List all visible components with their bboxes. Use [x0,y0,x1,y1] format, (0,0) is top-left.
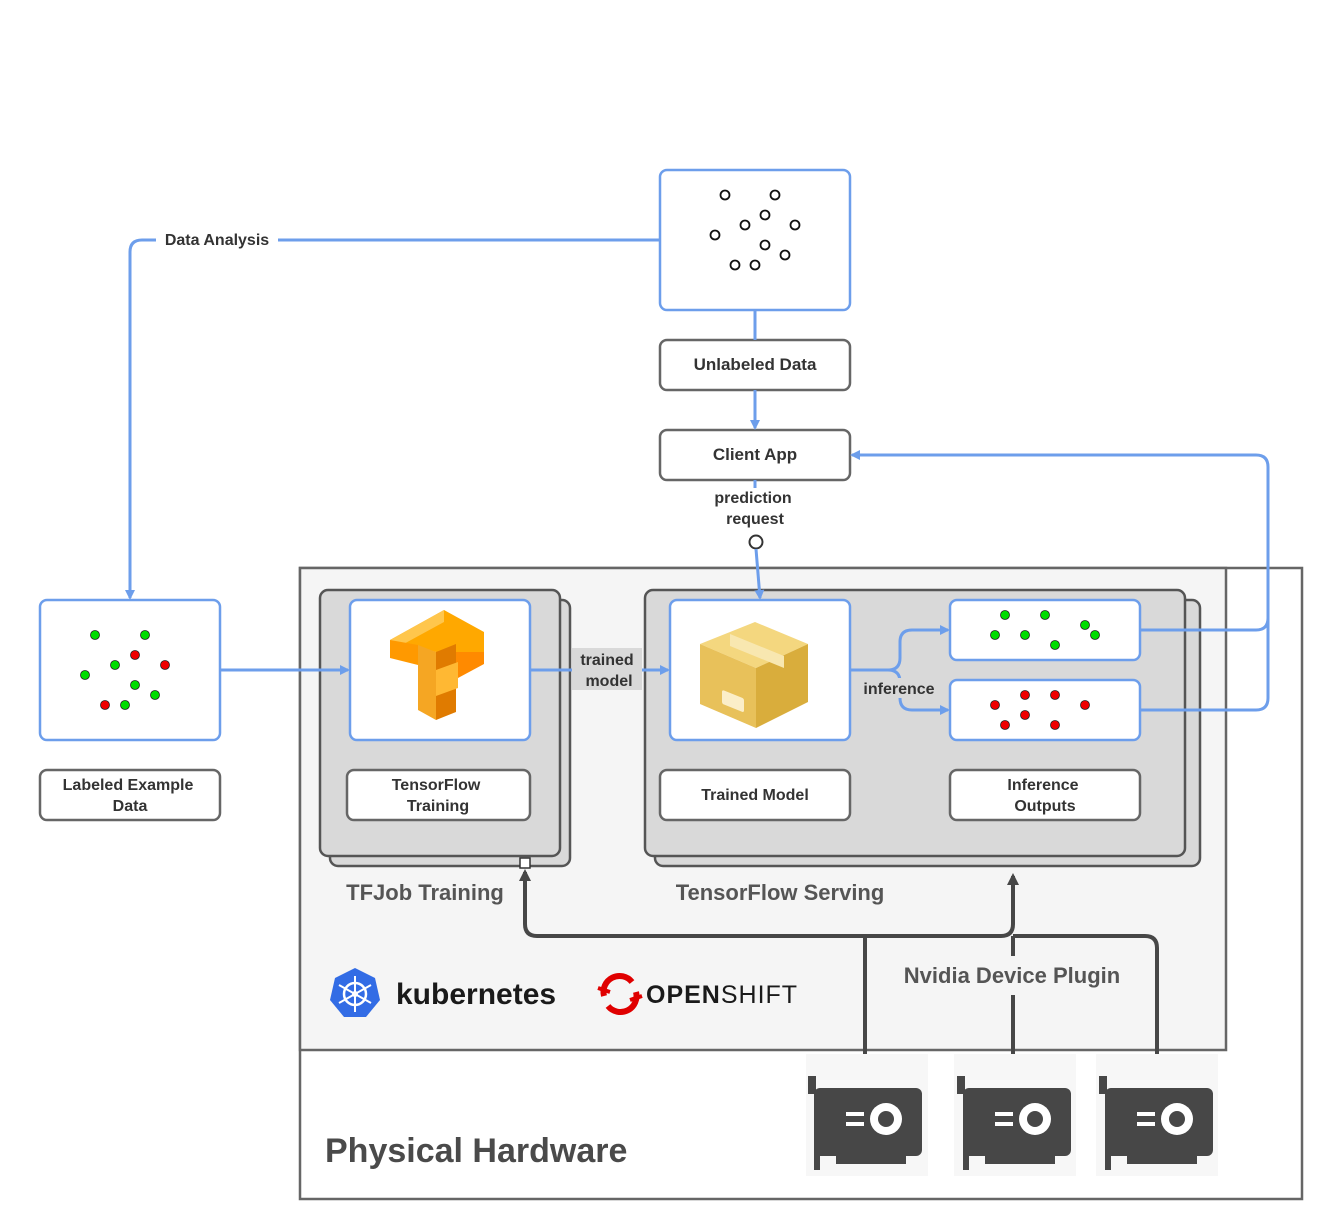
inference-outputs-box [948,768,1142,822]
trained-model-label: Trained Model [701,787,809,804]
unlabeled-point [739,219,751,231]
gpu-card-3 [1096,1054,1218,1176]
inference-outputs-label-line1: Inference [1007,777,1078,794]
labeled-data-panel [38,598,222,742]
negative-point [990,700,1000,710]
positive-output-dots [990,610,1100,650]
negative-output-dots [990,690,1090,730]
positive-point [1090,630,1100,640]
gpu1-to-serving-link [865,873,1019,938]
tfjob-connection-port [519,857,531,869]
negative-point [160,660,170,670]
physical-hardware-label: Physical Hardware [325,1132,627,1170]
negative-point [100,700,110,710]
positive-point [130,680,140,690]
data-analysis-label: Data Analysis [165,232,269,249]
positive-point [140,630,150,640]
openshift-logo-icon [597,973,643,1015]
prediction-endpoint-icon [748,534,764,550]
positive-output-panel [948,598,1142,662]
prediction-request-label-line2: request [726,511,784,528]
trained-model-box [658,768,852,822]
unlabeled-point [759,209,771,221]
data-analysis-label-bg [156,229,278,251]
client-app-label: Client App [713,445,797,464]
inference-outputs-label-line2: Outputs [1014,798,1075,815]
unlabeled-point [709,229,721,241]
negative-point [1000,720,1010,730]
negative-point [1080,700,1090,710]
unlabeled-data-label: Unlabeled Data [694,355,817,374]
negative-return-edge [1140,618,1270,712]
openshift-logo: OPENSHIFT [597,973,798,1015]
labeled-example-data-box [38,768,222,822]
unlabeled-data-panel [658,168,852,312]
openshift-wordmark: OPENSHIFT [646,981,798,1009]
prediction-request-label-line1: prediction [714,490,791,507]
positive-point [1000,610,1010,620]
negative-point [1020,690,1030,700]
tensorflow-training-label-line1: TensorFlow [392,777,481,794]
kubernetes-wordmark: kubernetes [396,978,556,1011]
positive-point [80,670,90,680]
tfjob-training-label: TFJob Training [346,880,504,905]
unlabeled-point [759,239,771,251]
prediction-request-edge [754,548,765,600]
positive-point [990,630,1000,640]
positive-point [90,630,100,640]
tensorflow-logo-icon [390,610,484,720]
positive-point [110,660,120,670]
gpu1-to-tfjob-link [519,869,867,1088]
negative-point [1050,720,1060,730]
unlabeled-point [789,219,801,231]
positive-point [1080,620,1090,630]
trained-model-label-bg [572,648,642,690]
trained-model-edge-label-line2: model [585,673,632,690]
gpu-card-2 [954,1054,1076,1176]
positive-point [1050,640,1060,650]
positive-point [1040,610,1050,620]
trained-model-edge-label-line1: trained [580,652,633,669]
negative-point [1020,710,1030,720]
negative-point [1050,690,1060,700]
positive-return-edge [850,450,1270,632]
unlabeled-point [729,259,741,271]
unlabeled-point [779,249,791,261]
package-box-icon [700,622,808,728]
nvidia-device-plugin-label: Nvidia Device Plugin [904,963,1120,988]
negative-point [130,650,140,660]
labeled-example-data-label-line1: Labeled Example [63,777,194,794]
positive-point [120,700,130,710]
tensorflow-training-label-line2: Training [407,798,469,815]
gpu-card-icon [814,1088,922,1156]
positive-point [150,690,160,700]
tensorflow-training-box [345,768,532,822]
data-analysis-edge [125,238,660,600]
inference-label: inference [863,681,934,698]
unlabeled-point [769,189,781,201]
tensorflow-serving-label: TensorFlow Serving [676,880,885,905]
gpu-card-icon [963,1088,1071,1156]
positive-point [1020,630,1030,640]
unlabeled-point [749,259,761,271]
negative-output-panel [948,678,1142,742]
gpu-card-1 [806,1054,928,1176]
gpu3-link [1013,934,1159,1088]
labeled-dots [80,630,170,710]
inference-label-bg [858,678,940,698]
unlabeled-point [719,189,731,201]
kubernetes-logo: kubernetes [330,968,556,1017]
labeled-example-data-label-line2: Data [113,798,148,815]
unlabeled-dots [709,189,801,271]
gpu-card-icon [1105,1088,1213,1156]
